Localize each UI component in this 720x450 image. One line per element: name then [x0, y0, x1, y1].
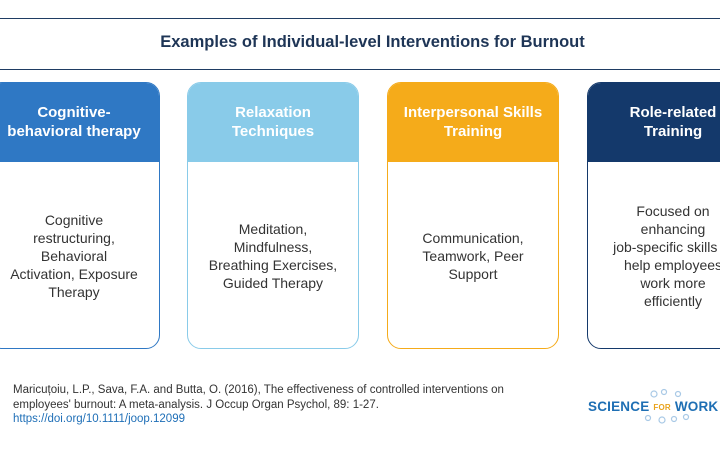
science-for-work-logo: SCIENCE FOR WORK — [588, 388, 720, 424]
card-heading: Cognitive- behavioral therapy — [0, 83, 159, 162]
card-relaxation: Relaxation Techniques Meditation, Mindfu… — [187, 82, 359, 349]
card-role-related: Role-related Training Focused on enhanci… — [587, 82, 720, 349]
card-body: Communication, Teamwork, Peer Support — [422, 229, 524, 282]
card-cbt: Cognitive- behavioral therapy Cognitive … — [0, 82, 160, 349]
card-body: Meditation, Mindfulness, Breathing Exerc… — [208, 220, 338, 291]
card-heading: Interpersonal Skills Training — [388, 83, 558, 162]
citation: Maricuțoiu, L.P., Sava, F.A. and Butta, … — [13, 383, 573, 427]
card-heading: Role-related Training — [588, 83, 720, 162]
card-body: Focused on enhancing job-specific skills… — [613, 202, 720, 309]
title-band — [0, 18, 720, 70]
card-interpersonal: Interpersonal Skills Training Communicat… — [387, 82, 559, 349]
card-body: Cognitive restructuring, Behavioral Acti… — [10, 211, 138, 300]
logo-text: SCIENCE FOR WORK — [588, 399, 719, 414]
logo-circles-icon — [644, 388, 690, 424]
citation-line: employees' burnout: A meta-analysis. J O… — [13, 398, 379, 411]
card-heading: Relaxation Techniques — [188, 83, 358, 162]
doi-link[interactable]: https://doi.org/10.1111/joop.12099 — [13, 413, 185, 425]
citation-line: Maricuțoiu, L.P., Sava, F.A. and Butta, … — [13, 384, 504, 396]
page-title: Examples of Individual-level Interventio… — [160, 33, 585, 51]
